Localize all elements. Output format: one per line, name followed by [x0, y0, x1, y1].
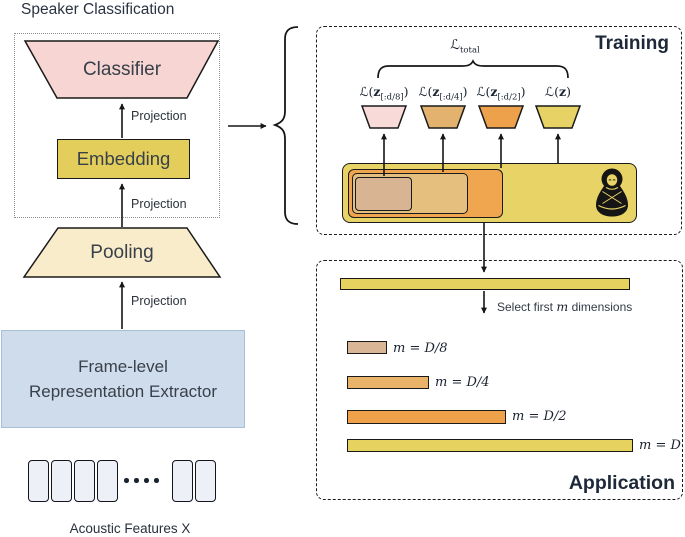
select-dimensions-label: Select first m dimensions — [497, 299, 633, 314]
embedding-label: Embedding — [76, 148, 171, 169]
bar-label-d2: m = D/2 — [512, 409, 567, 424]
bar-label-d4: m = D/4 — [435, 375, 490, 390]
acoustic-feature-frame — [28, 460, 49, 502]
acoustic-feature-frame — [51, 460, 72, 502]
classifier-label: Classifier — [82, 59, 162, 80]
loss-label-d8: ℒ(z[:d/8]) — [359, 84, 409, 103]
pooling-label: Pooling — [90, 242, 154, 263]
application-box — [316, 260, 683, 500]
dot — [124, 478, 129, 483]
dot — [154, 478, 159, 483]
bar-d8 — [347, 341, 387, 354]
acoustic-features-caption: Acoustic Features X — [69, 521, 191, 536]
bar-label-d: m = D — [639, 438, 681, 453]
speaker-classification-dotted-box — [14, 33, 220, 218]
page-title: Speaker Classification — [21, 1, 175, 18]
extractor-label-line1: Frame-level — [78, 356, 168, 376]
training-title: Training — [595, 33, 669, 54]
extractor-label-line2: Representation Extractor — [28, 382, 218, 401]
acoustic-feature-frame — [97, 460, 118, 502]
full-embedding-bar — [340, 278, 630, 290]
bar-d4 — [347, 376, 429, 389]
dot — [144, 478, 149, 483]
left-curly-brace — [272, 26, 299, 225]
loss-label-d4: ℒ(z[:d/4]) — [418, 84, 468, 103]
nested-embedding-eighth — [355, 177, 412, 211]
bar-label-d8: m = D/8 — [393, 341, 448, 356]
loss-label-d2: ℒ(z[:d/2]) — [476, 84, 526, 103]
ellipsis-dots — [124, 478, 164, 483]
acoustic-feature-frame — [195, 460, 216, 502]
acoustic-feature-frame — [172, 460, 193, 502]
bar-d2 — [347, 410, 506, 424]
projection-label-2: Projection — [131, 197, 187, 211]
projection-label-1: Projection — [131, 109, 187, 123]
frame-level-extractor-block: Frame-level Representation Extractor — [1, 330, 245, 428]
training-box — [316, 26, 682, 235]
loss-label-full: ℒ(z) — [545, 84, 571, 99]
dot — [134, 478, 139, 483]
total-loss-label: ℒtotal — [450, 37, 480, 56]
acoustic-feature-frame — [74, 460, 95, 502]
embedding-block: Embedding — [57, 139, 190, 179]
application-title: Application — [568, 472, 675, 494]
bar-d — [347, 439, 633, 452]
projection-label-3: Projection — [131, 294, 187, 308]
